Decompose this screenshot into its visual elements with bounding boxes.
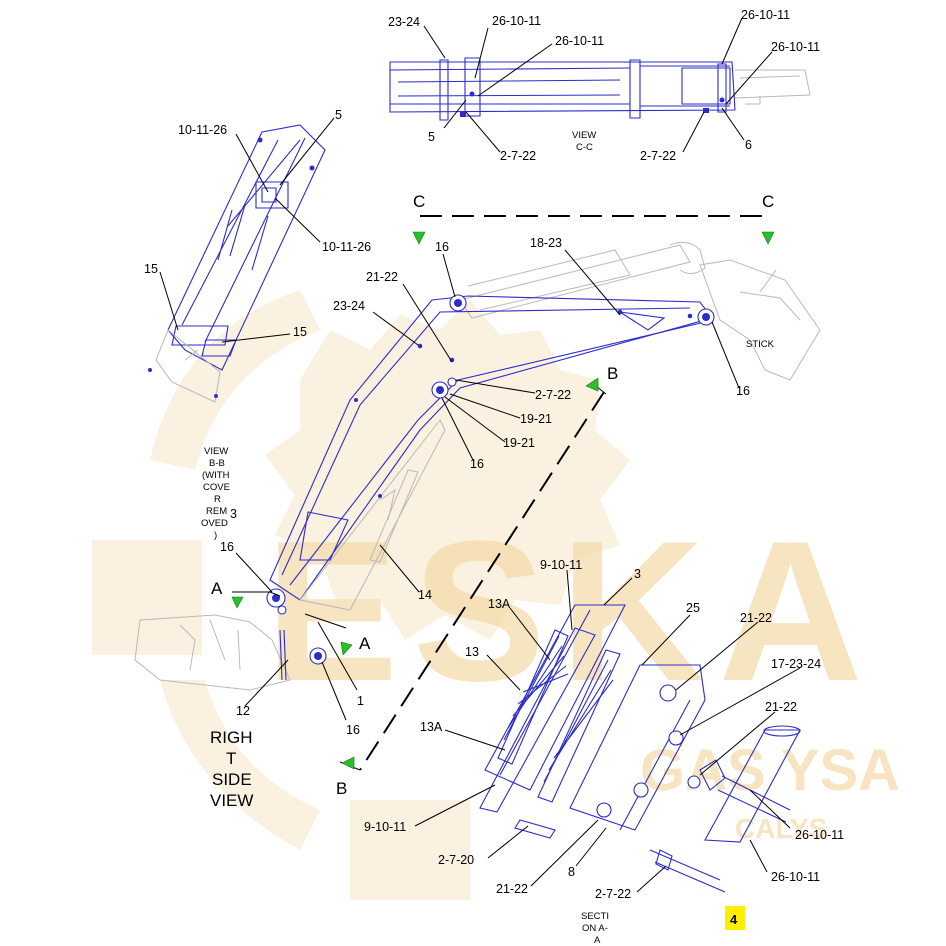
callout-s-21-22-c: 21-22 <box>496 882 528 896</box>
watermark-main-text: ESKA <box>265 500 877 723</box>
callout-vcc-26-10-11-d: 26-10-11 <box>771 40 820 54</box>
callout-s-9-10-11-b: 9-10-11 <box>364 820 406 834</box>
section-a-arrow-left <box>231 596 244 609</box>
section-aa-title: SECTI ON A- A <box>581 911 609 946</box>
callout-s-2-7-22: 2-7-22 <box>595 887 631 901</box>
callout-m-16-c: 16 <box>470 457 484 471</box>
svg-text:B-B: B-B <box>209 458 225 469</box>
callout-m-18-23: 18-23 <box>530 236 562 250</box>
callout-bb-3: 3 <box>230 507 237 521</box>
boom-assembly: C C STICK <box>134 192 821 810</box>
callout-m-2-7-22: 2-7-22 <box>535 388 571 402</box>
callout-s-9-10-11-a: 9-10-11 <box>540 558 582 572</box>
svg-text:SECTI: SECTI <box>581 911 609 922</box>
svg-text:REM: REM <box>206 506 227 517</box>
callout-m-14: 14 <box>418 588 432 602</box>
callout-s-25: 25 <box>686 601 700 615</box>
section-b-arrow-top <box>585 377 599 392</box>
callout-vcc-26-10-11-b: 26-10-11 <box>555 34 604 48</box>
callout-bb-10-11-26-a: 10-11-26 <box>178 123 227 137</box>
section-b-top-label: B <box>607 364 618 383</box>
callout-m-1: 1 <box>357 694 364 708</box>
svg-text:(WITH: (WITH <box>202 470 230 481</box>
callout-s-4: 4 <box>730 912 738 927</box>
callout-vcc-6: 6 <box>745 138 752 152</box>
callout-vcc-26-10-11-c: 26-10-11 <box>741 8 790 22</box>
svg-text:ON A-: ON A- <box>582 923 608 934</box>
section-a-arrow-right <box>340 641 353 656</box>
watermark: ESKA GAS YSA CALYS <box>92 290 900 900</box>
section-c-left-label: C <box>413 192 425 211</box>
svg-text:SIDE: SIDE <box>212 770 252 789</box>
watermark-gear <box>265 300 630 640</box>
callout-bb-15-b: 15 <box>293 325 307 339</box>
svg-text:VIEW: VIEW <box>204 446 228 457</box>
callout-bb-5: 5 <box>335 108 342 122</box>
watermark-tag-text: CALYS <box>735 813 827 844</box>
callout-s-4-highlight <box>725 906 745 930</box>
callout-vcc-2-7-22-a: 2-7-22 <box>500 149 536 163</box>
svg-text:VIEW: VIEW <box>210 791 253 810</box>
section-a-right-label: A <box>359 634 371 653</box>
callout-bb-10-11-26-b: 10-11-26 <box>322 240 371 254</box>
callout-m-16-e: 16 <box>346 723 360 737</box>
callout-vcc-23-24: 23-24 <box>388 15 420 29</box>
callout-s-13A-b: 13A <box>420 720 443 734</box>
svg-text:COVE: COVE <box>203 482 230 493</box>
callout-s-21-22-a: 21-22 <box>740 611 772 625</box>
callout-vcc-2-7-22-b: 2-7-22 <box>640 149 676 163</box>
callout-s-21-22-b: 21-22 <box>765 700 797 714</box>
view-cc: VIEW C-C 23-24 26-10-11 26-10-11 26-10-1… <box>388 8 820 163</box>
right-side-view-title: RIGH T SIDE VIEW <box>210 728 253 810</box>
section-c-arrow-left <box>412 231 426 245</box>
view-bb-boom-body <box>167 124 326 371</box>
view-bb: 10-11-26 5 10-11-26 15 15 VIEW B-B (WITH… <box>144 108 371 541</box>
callout-m-16-a: 16 <box>435 240 449 254</box>
svg-text:OVED: OVED <box>201 518 228 529</box>
watermark-gear-arc-b <box>160 680 320 850</box>
right-side-base <box>134 614 291 691</box>
callout-m-23-24: 23-24 <box>333 299 365 313</box>
callout-s-13A-a: 13A <box>488 597 511 611</box>
callout-s-2-7-20: 2-7-20 <box>438 853 474 867</box>
callout-s-3: 3 <box>634 567 641 581</box>
callout-s-13: 13 <box>465 645 479 659</box>
watermark-gear-tooth-bottom <box>350 800 470 900</box>
svg-text:T: T <box>226 749 236 768</box>
callout-vcc-26-10-11-a: 26-10-11 <box>492 14 541 28</box>
callout-s-26-10-11-b: 26-10-11 <box>771 870 820 884</box>
callout-m-16-b: 16 <box>736 384 750 398</box>
view-cc-stick-body <box>389 61 736 113</box>
section-a-left-label: A <box>211 579 223 598</box>
callout-vcc-5: 5 <box>428 130 435 144</box>
view-bb-title: VIEW B-B (WITH COVE R REM OVED ) <box>201 446 230 541</box>
svg-text:RIGH: RIGH <box>210 728 253 747</box>
callout-s-8: 8 <box>568 865 575 879</box>
svg-text:A: A <box>594 935 601 946</box>
section-c-arrow-right <box>761 231 775 245</box>
section-c-right-label: C <box>762 192 774 211</box>
callout-m-16-d: 16 <box>220 540 234 554</box>
view-cc-title-1: VIEW <box>572 130 596 141</box>
view-cc-title-2: C-C <box>576 142 593 153</box>
section-b-arrow-bottom <box>341 756 355 770</box>
callout-s-17-23-24: 17-23-24 <box>771 657 821 671</box>
watermark-gear-tooth-left <box>92 540 202 655</box>
watermark-sub-text: GAS YSA <box>640 738 900 803</box>
svg-text:R: R <box>214 494 221 505</box>
callout-m-21-22: 21-22 <box>366 270 398 284</box>
callout-m-19-21-b: 19-21 <box>503 436 535 450</box>
svg-text:): ) <box>214 530 217 541</box>
callout-bb-15-a: 15 <box>144 262 158 276</box>
callout-s-26-10-11-a: 26-10-11 <box>795 828 844 842</box>
section-aa: 9-10-11 3 13A 25 21-22 13 17-23-24 21-22… <box>364 558 844 946</box>
callout-m-12: 12 <box>236 704 250 718</box>
stick-label: STICK <box>746 339 775 350</box>
section-b-bottom-label: B <box>336 779 347 798</box>
callout-m-19-21-a: 19-21 <box>520 412 552 426</box>
